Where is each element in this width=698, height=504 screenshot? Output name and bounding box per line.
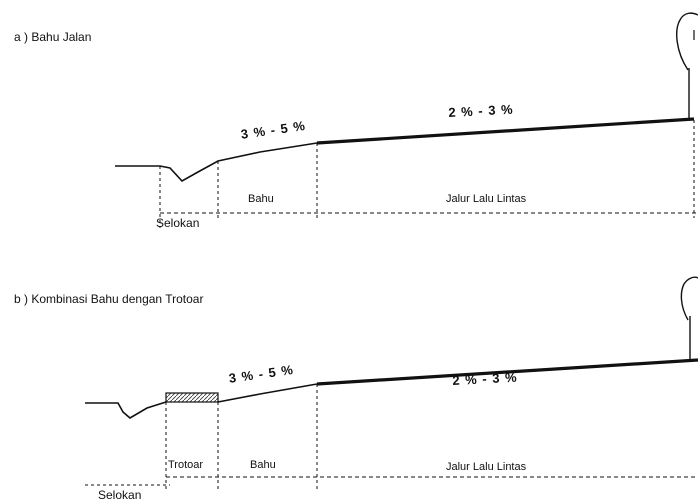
panel-a-ditch-label: Selokan	[156, 216, 200, 230]
panel-a-tree-icon	[676, 12, 698, 71]
panel-b-lane-surface	[316, 358, 698, 386]
panel-b-ditch-label: Selokan	[98, 488, 142, 502]
panel-b-sidewalk-slab	[165, 392, 219, 403]
panel-a-shoulder-label: Bahu	[248, 193, 274, 205]
panel-b-tree-icon	[680, 276, 698, 321]
panel-a-ground-profile	[115, 142, 318, 183]
panel-a-drawing	[115, 12, 698, 228]
panel-b-shoulder-label: Bahu	[250, 459, 276, 471]
panel-a-lane-surface	[316, 117, 695, 145]
panel-a-lane-label: Jalur Lalu Lintas	[446, 193, 527, 205]
panel-b-lane-label: Jalur Lalu Lintas	[446, 461, 527, 473]
panel-b-shoulder-surface	[217, 383, 318, 403]
panel-b-sidewalk-label: Trotoar	[168, 459, 204, 471]
panel-b-ground-profile	[85, 401, 167, 419]
panel-b-drawing	[85, 276, 698, 492]
panel-a-caption: a ) Bahu Jalan	[14, 30, 92, 44]
panel-b-caption: b ) Kombinasi Bahu dengan Trotoar	[14, 292, 204, 306]
